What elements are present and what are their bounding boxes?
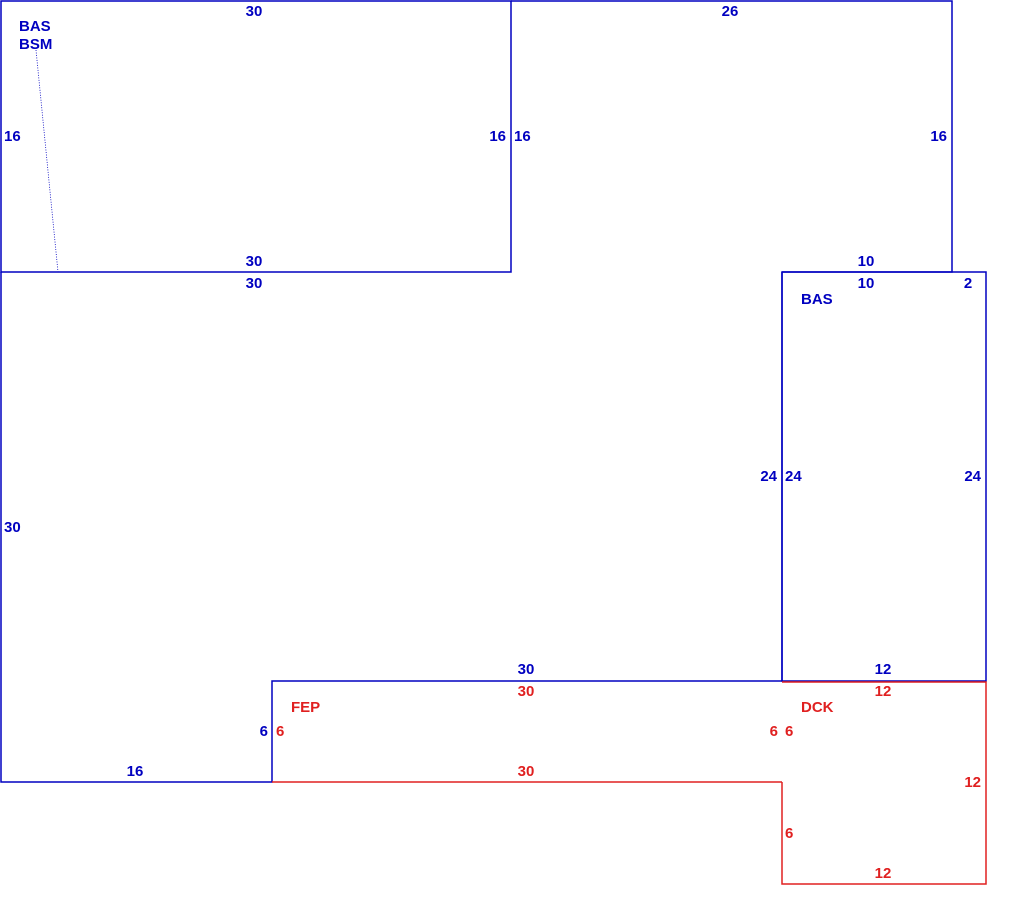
dimension-label: 16 [930,128,947,145]
dimension-label: 16 [489,128,506,145]
dimension-label: 2 [964,275,972,292]
dimension-label: 16 [127,763,144,780]
area-label: DCK [801,699,834,716]
dimension-label: 16 [4,128,21,145]
dimension-label: 30 [246,253,263,270]
dimension-label: 30 [246,275,263,292]
area-bas-outline [781,271,987,682]
dimension-label: 6 [260,723,268,740]
dimension-label: 12 [875,661,892,678]
dimension-label: 26 [722,3,739,20]
dimension-label: 12 [875,865,892,882]
dimension-label: 6 [770,723,778,740]
area-label: FEP [291,699,320,716]
area-main-outline [0,272,783,783]
dimension-label: 30 [518,661,535,678]
dimension-label: 24 [785,468,802,485]
dimension-label: 10 [858,253,875,270]
dimension-label: 24 [964,468,981,485]
dimension-label: 24 [760,468,777,485]
dimension-label: 30 [4,519,21,536]
dimension-label: 12 [964,774,981,791]
dimension-label: 10 [858,275,875,292]
area-bas-bsm-outline [0,0,512,273]
area-label: BAS [19,18,51,35]
dimension-label: 30 [246,3,263,20]
dimension-label: 6 [276,723,284,740]
label-leader-line [35,49,59,273]
dimension-label: 30 [518,683,535,700]
area-label: BSM [19,36,52,53]
dimension-label: 16 [514,128,531,145]
area-dck-outline [781,681,987,885]
area-label: BAS [801,291,833,308]
area-upper-right-outline [511,0,953,273]
dimension-label: 6 [785,723,793,740]
dimension-label: 30 [518,763,535,780]
dimension-label: 12 [875,683,892,700]
dimension-label: 6 [785,825,793,842]
